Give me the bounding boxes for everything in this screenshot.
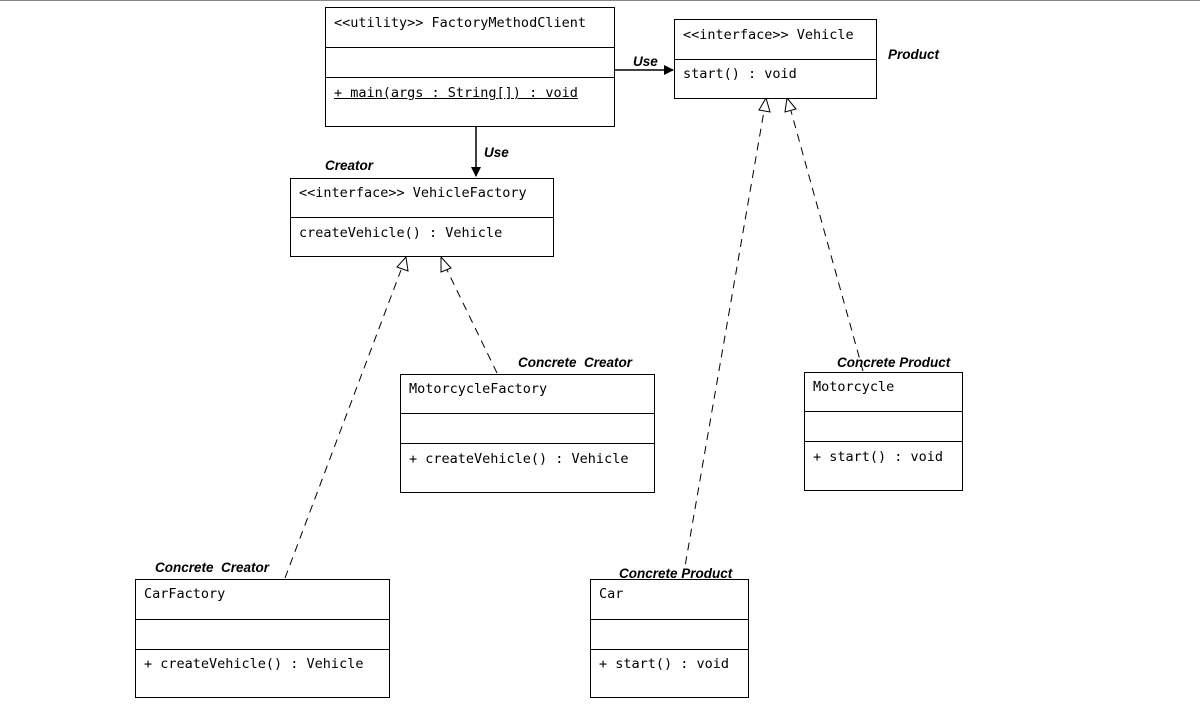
class-name: <<interface>> Vehicle: [683, 27, 854, 43]
class-factory-method-client[interactable]: <<utility>> FactoryMethodClient + main(a…: [325, 7, 615, 127]
class-name: CarFactory: [144, 586, 226, 602]
method-start: start() : void: [683, 66, 797, 82]
class-name: Car: [599, 586, 624, 602]
realization-arrowhead-car-factory: [396, 255, 409, 272]
class-motorcycle[interactable]: Motorcycle + start() : void: [804, 372, 963, 491]
product-role-label: Product: [888, 47, 940, 62]
method-start: + start() : void: [599, 656, 730, 672]
attributes-compartment: [591, 619, 748, 649]
top-border: [0, 0, 1200, 1]
class-motorcycle-factory[interactable]: MotorcycleFactory + createVehicle() : Ve…: [400, 374, 655, 493]
class-vehicle-factory-interface[interactable]: <<interface>> VehicleFactory createVehic…: [290, 178, 554, 257]
method-main: + main(args : String[]) : void: [334, 85, 578, 101]
class-vehicle-interface[interactable]: <<interface>> Vehicle start() : void: [674, 19, 877, 99]
attributes-compartment: [136, 619, 389, 649]
concrete-creator-label-car: Concrete Creator: [155, 560, 270, 575]
realization-arrowhead-motorcycle: [784, 96, 797, 113]
concrete-product-label-motorcycle: Concrete Product: [837, 355, 951, 370]
class-name: Motorcycle: [813, 379, 895, 395]
class-name: MotorcycleFactory: [409, 381, 548, 397]
method-create-vehicle: + createVehicle() : Vehicle: [144, 656, 364, 672]
realization-car-factory: [284, 269, 402, 579]
concrete-product-label-car: Concrete Product: [619, 566, 733, 581]
realization-motorcycle: [790, 110, 864, 372]
class-car[interactable]: Car + start() : void: [590, 579, 749, 698]
realization-motorcycle-factory: [446, 269, 498, 374]
realization-arrowhead-car: [758, 96, 771, 113]
class-name: <<utility>> FactoryMethodClient: [334, 15, 586, 31]
attributes-compartment: [326, 47, 614, 77]
use-label-down: Use: [484, 145, 509, 160]
creator-role-label: Creator: [325, 158, 374, 173]
class-car-factory[interactable]: CarFactory + createVehicle() : Vehicle: [135, 579, 390, 698]
class-name: <<interface>> VehicleFactory: [299, 185, 527, 201]
attributes-compartment: [401, 413, 654, 443]
realization-arrowhead-motorcycle-factory: [440, 255, 452, 273]
method-create-vehicle: + createVehicle() : Vehicle: [409, 451, 629, 467]
concrete-creator-label-motorcycle: Concrete Creator: [518, 355, 633, 370]
method-start: + start() : void: [813, 449, 944, 465]
use-label-right: Use: [633, 54, 658, 69]
attributes-compartment: [805, 411, 962, 441]
method-create-vehicle: createVehicle() : Vehicle: [299, 225, 503, 241]
realization-car: [682, 110, 765, 579]
